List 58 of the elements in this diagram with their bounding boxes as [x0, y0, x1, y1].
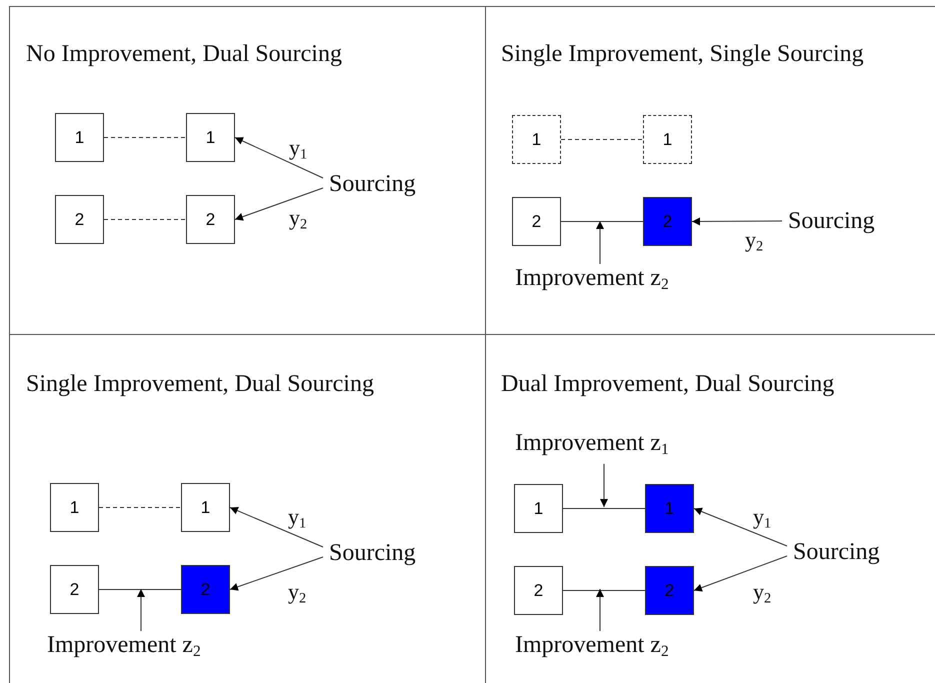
edge-label: y$_{2}$	[289, 209, 308, 234]
edge-label: y$_{2}$	[745, 231, 764, 256]
arrow	[230, 506, 324, 548]
connector-line	[104, 219, 186, 220]
connector-line	[562, 508, 646, 509]
number-box: 2	[55, 195, 104, 244]
node-label: Improvement z$_{2}$	[41, 631, 201, 666]
diagram-panel	[485, 334, 935, 683]
number-box: 1	[181, 483, 230, 532]
number-box: 1	[50, 483, 99, 532]
connector-line	[562, 590, 646, 591]
diagram-panel	[9, 6, 485, 334]
number-box: 1	[514, 484, 563, 533]
dashed-box: 1	[512, 115, 561, 164]
panel-title: Dual Improvement, Dual Sourcing	[501, 371, 834, 398]
number-box: 1	[55, 113, 104, 162]
edge-label: y$_{2}$	[288, 583, 306, 608]
node-label: Sourcing	[323, 170, 416, 198]
node-label: Improvement z$_{2}$	[509, 631, 669, 666]
arrow	[694, 556, 788, 592]
arrow	[230, 556, 324, 591]
edge-label: y$_{1}$	[288, 508, 306, 533]
connector-line	[98, 589, 182, 590]
arrow	[694, 508, 788, 546]
diagram-panel	[485, 6, 935, 334]
node-label: Sourcing	[323, 539, 416, 567]
highlighted-box: 2	[643, 197, 692, 246]
highlighted-box: 1	[645, 484, 694, 533]
leader-arrow	[137, 588, 145, 632]
node-label: Improvement z$_{2}$	[509, 264, 669, 299]
diagram-panel	[9, 334, 485, 683]
arrow	[692, 217, 782, 226]
connector-line	[560, 221, 644, 222]
edge-label: y$_{1}$	[753, 508, 772, 533]
highlighted-box: 2	[181, 565, 230, 614]
number-box: 2	[186, 195, 235, 244]
number-box: 1	[186, 113, 235, 162]
highlighted-box: 2	[645, 566, 694, 615]
node-label: Improvement z$_{1}$	[509, 429, 669, 464]
panel-title: Single Improvement, Dual Sourcing	[26, 371, 374, 398]
leader-arrow	[600, 463, 608, 508]
number-box: 2	[50, 565, 99, 614]
connector-line	[104, 137, 186, 138]
node-label: Sourcing	[787, 538, 880, 566]
arrow	[234, 137, 324, 178]
number-box: 2	[512, 197, 561, 246]
connector-line	[98, 507, 182, 508]
panel-title: No Improvement, Dual Sourcing	[26, 41, 342, 68]
edge-label: y$_{1}$	[289, 139, 308, 164]
number-box: 2	[514, 566, 563, 615]
panel-title: Single Improvement, Single Sourcing	[501, 41, 864, 68]
dashed-box: 1	[643, 115, 692, 164]
connector-line	[560, 139, 644, 140]
node-label: Sourcing	[782, 207, 875, 235]
arrow	[234, 188, 324, 221]
leader-arrow	[596, 220, 604, 264]
leader-arrow	[596, 588, 604, 632]
edge-label: y$_{2}$	[753, 583, 772, 608]
